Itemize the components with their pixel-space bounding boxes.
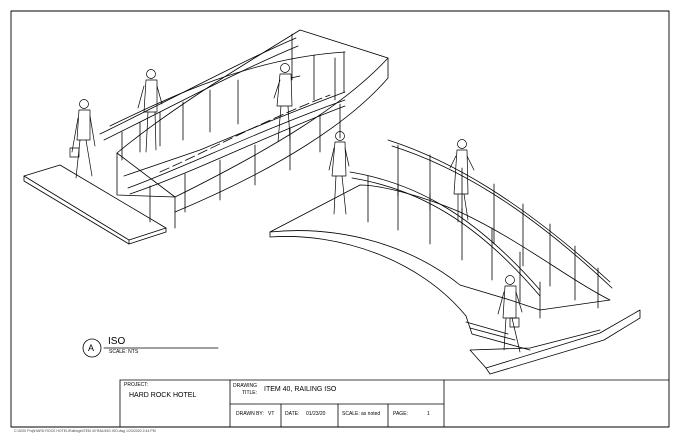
left-landing — [23, 164, 167, 241]
page-value: 1 — [427, 411, 430, 417]
view-scale: SCALE: NTS — [109, 349, 139, 355]
upper-back-rail-top — [109, 51, 346, 127]
title-block-lines — [119, 379, 670, 428]
upper-deck-side — [174, 57, 389, 213]
drawing-title-label-1: DRAWING — [233, 383, 257, 389]
date-value: 01/23/20 — [306, 411, 326, 417]
drawn-by-value: VT — [268, 411, 275, 417]
view-marker-circle — [82, 338, 102, 358]
figure-4 — [328, 131, 350, 215]
upper-ramp — [23, 29, 389, 245]
figure-3 — [273, 63, 301, 143]
figure-2 — [137, 69, 163, 153]
human-figures — [69, 63, 523, 353]
scale-value: as noted — [361, 411, 381, 417]
lower-stairs — [465, 315, 531, 351]
project-label: PROJECT: — [124, 382, 149, 388]
drawing-title: ITEM 40, RAILING ISO — [264, 386, 337, 393]
upper-deck-front — [116, 152, 176, 198]
sheet-border — [10, 10, 670, 428]
view-title: ISO — [108, 336, 126, 347]
right-landing — [485, 309, 641, 375]
lower-back-posts — [397, 144, 599, 309]
lower-front-posts — [367, 175, 541, 319]
figure-1 — [69, 99, 96, 179]
lower-front-rail — [349, 171, 541, 291]
page-label: PAGE: — [393, 411, 408, 417]
view-marker-letter: A — [88, 343, 95, 353]
project-name: HARD ROCK HOTEL — [129, 392, 197, 399]
figure-5 — [449, 139, 475, 223]
date-label: DATE: — [285, 411, 300, 417]
lower-back-rail — [387, 139, 611, 283]
left-landing-edge — [23, 175, 130, 245]
upper-front-posts — [149, 103, 341, 223]
drawn-by-label: DRAWN BY: — [236, 411, 264, 417]
lower-ramp — [269, 139, 641, 375]
figure-6 — [497, 275, 523, 353]
upper-front-rail — [127, 99, 346, 189]
lower-deck-front — [269, 231, 467, 317]
scale-label: SCALE: — [342, 411, 360, 417]
drawing-title-label-2: TITLE: — [242, 390, 258, 396]
upper-back-rail — [99, 37, 297, 135]
upper-back-posts — [121, 33, 345, 161]
file-path-footer: C:\2020 Proj\HARD ROCK HOTEL\Railings\IT… — [14, 429, 156, 433]
